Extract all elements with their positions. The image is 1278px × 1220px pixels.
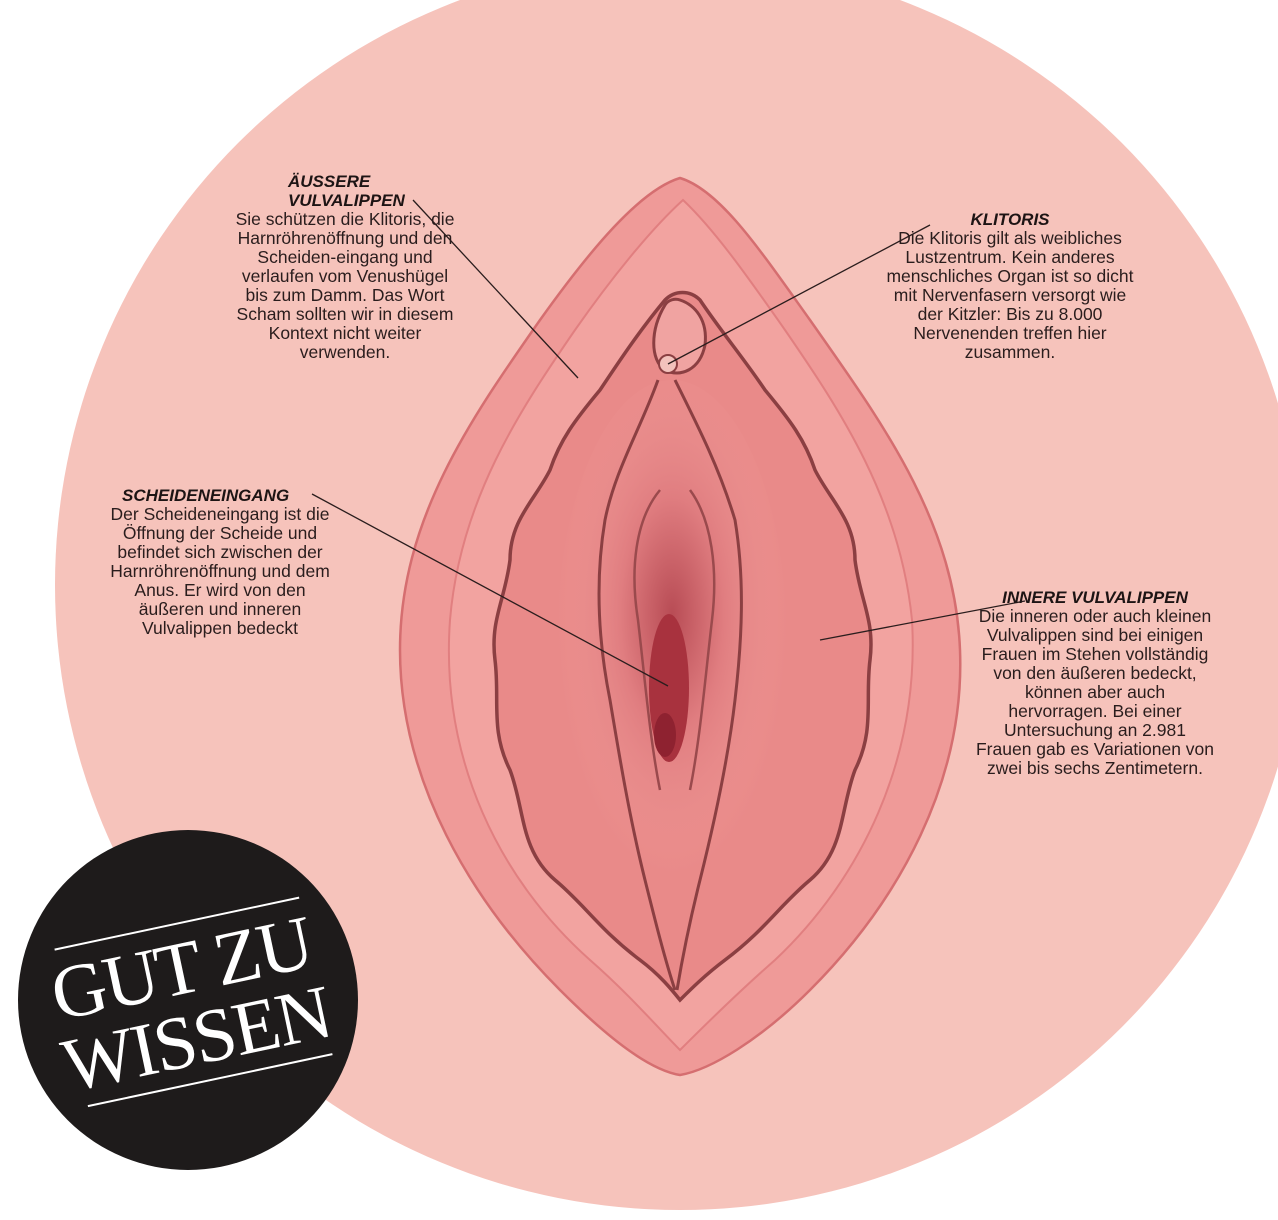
label-klitoris: KLITORIS Die Klitoris gilt als weibliche… bbox=[880, 210, 1140, 362]
label-innere-text: Die inneren oder auch kleinen Vulvalippe… bbox=[975, 607, 1215, 778]
label-aeussere-text: Sie schützen die Klitoris, die Harnröhre… bbox=[230, 210, 460, 362]
label-scheideneingang-text: Der Scheideneingang ist die Öffnung der … bbox=[100, 505, 340, 638]
label-scheideneingang-heading: SCHEIDENEINGANG bbox=[100, 486, 340, 505]
label-aeussere-heading: ÄUßERE VULVALIPPEN bbox=[230, 172, 460, 210]
label-innere-vulvalippen: INNERE VULVALIPPEN Die inneren oder auch… bbox=[975, 588, 1215, 778]
gut-zu-wissen-badge: GUT ZU WISSEN bbox=[18, 830, 358, 1170]
label-aeussere-vulvalippen: ÄUßERE VULVALIPPEN Sie schützen die Klit… bbox=[230, 172, 460, 362]
label-scheideneingang: SCHEIDENEINGANG Der Scheideneingang ist … bbox=[100, 486, 340, 638]
label-klitoris-heading: KLITORIS bbox=[880, 210, 1140, 229]
vaginal-opening-inner bbox=[654, 713, 676, 757]
label-innere-heading: INNERE VULVALIPPEN bbox=[975, 588, 1215, 607]
label-klitoris-text: Die Klitoris gilt als weibliches Lustzen… bbox=[880, 229, 1140, 362]
